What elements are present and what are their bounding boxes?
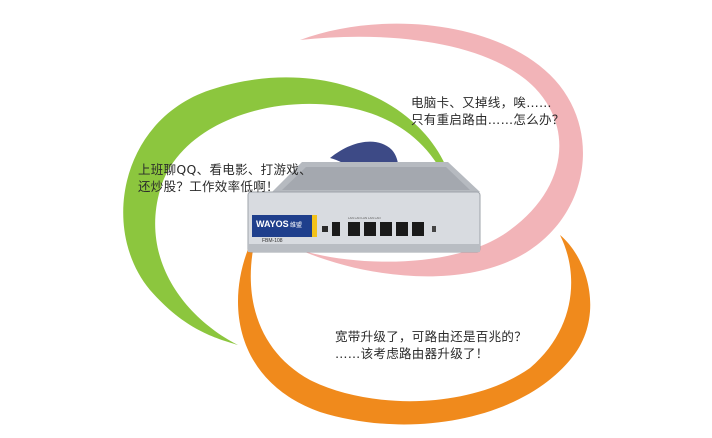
lan-ports [348,222,424,236]
caption-upgrade: 宽带升级了，可路由还是百兆的？ ……该考虑路由器升级了！ [335,328,527,362]
caption-upgrade-line1: 宽带升级了，可路由还是百兆的？ [335,329,528,344]
ports-label: LAN LAN LAN LAN LAN [348,216,381,220]
orange-swirl [237,228,591,425]
router-label-plate [252,215,312,237]
caption-gaming-line2: 还炒股？工作效率低啊！ [138,179,279,194]
caption-crash-line2: 只有重启路由……怎么办？ [411,112,565,127]
router-device: WAYOS 维盟 FBM-108 LAN LAN LAN LAN LAN [247,162,481,253]
caption-upgrade-line2: ……该考虑路由器升级了！ [335,346,489,361]
caption-crash-line1: 电脑卡、又掉线，唉…… [411,95,552,110]
caption-gaming: 上班聊QQ、看电影、打游戏、 还炒股？工作效率低啊！ [138,161,312,195]
router-model: FBM-108 [262,238,283,244]
router-brand-cn: 维盟 [290,221,302,229]
usb-port [332,222,340,236]
reset-button [432,226,436,232]
caption-gaming-line1: 上班聊QQ、看电影、打游戏、 [138,162,312,177]
caption-crash: 电脑卡、又掉线，唉…… 只有重启路由……怎么办？ [411,94,565,128]
router-brand: WAYOS [256,219,289,229]
